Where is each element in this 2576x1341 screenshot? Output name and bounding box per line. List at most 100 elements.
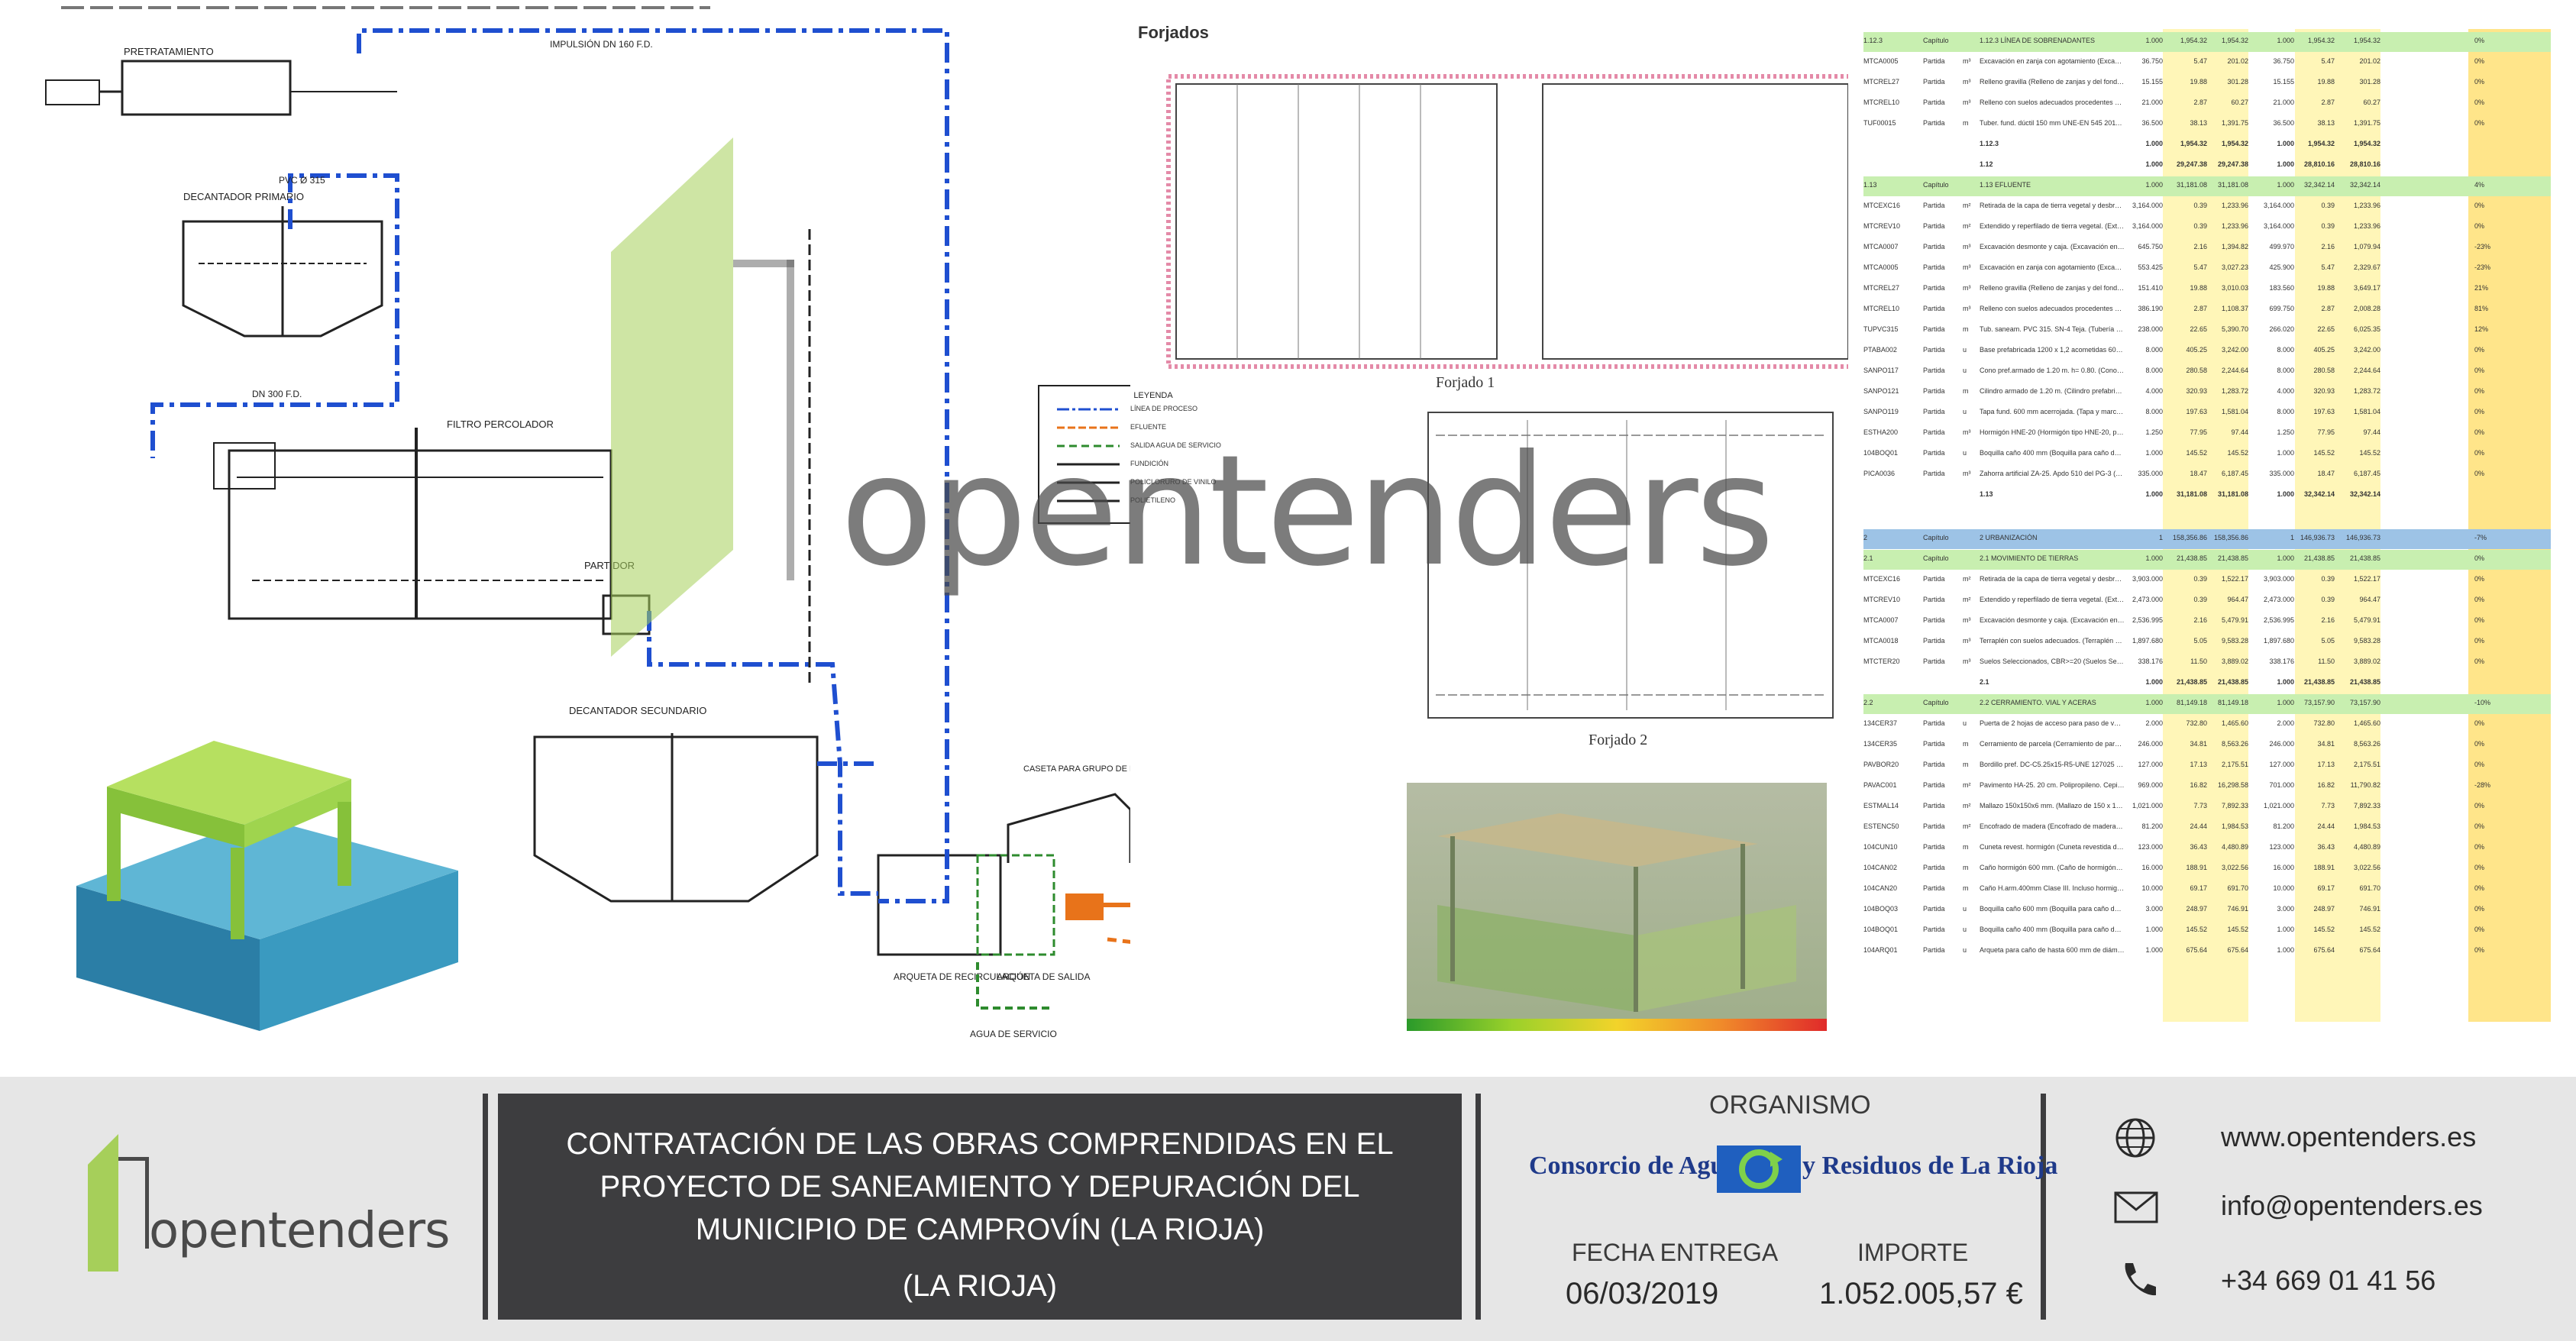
table-cell-desc: Excavación desmonte y caja. (Excavación … <box>1980 616 2125 624</box>
table-cell-t2: 1,581.04 <box>2353 408 2380 415</box>
table-cell-desc: Boquilla caño 400 mm (Boquilla para caño… <box>1980 926 2125 933</box>
legend-item-label: EFLUENTE <box>1130 423 1167 431</box>
table-cell-code: TUF00015 <box>1863 119 1896 127</box>
table-cell-p2: 36.43 <box>2317 843 2335 851</box>
table-cell-p2: 146,936.73 <box>2300 534 2335 541</box>
contact-web-link[interactable]: www.opentenders.es <box>2221 1121 2477 1152</box>
table-cell-q1: 969.000 <box>2138 781 2163 789</box>
legend-item-label: LÍNEA DE PROCESO <box>1130 405 1198 412</box>
table-cell-p1: 2.87 <box>2193 305 2207 312</box>
table-cell-p1: 11.50 <box>2190 658 2207 665</box>
entrada-box <box>45 79 100 105</box>
table-cell-t2: 3,649.17 <box>2353 284 2380 292</box>
table-cell-desc: Cerramiento de parcela (Cerramiento de p… <box>1980 740 2125 748</box>
table-cell-code: MTCREV10 <box>1863 222 1901 230</box>
watermark-logo-mark <box>611 137 794 657</box>
table-cell-q1: 1.000 <box>2145 140 2163 147</box>
table-cell-t2: 21,438.85 <box>2349 678 2380 686</box>
table-cell-type: Partida <box>1923 428 1945 436</box>
table-cell-code: 104BOQ01 <box>1863 449 1899 457</box>
table-cell-q2: 1.000 <box>2277 140 2294 147</box>
table-cell-p2: 24.44 <box>2317 822 2335 830</box>
table-cell-q1: 36.750 <box>2141 57 2163 65</box>
table-cell-q2: 1.000 <box>2277 699 2294 706</box>
table-cell-desc: Suelos Seleccionados, CBR>=20 (Suelos Se… <box>1980 658 2125 665</box>
contact-email-link[interactable]: info@opentenders.es <box>2221 1190 2483 1221</box>
legend-item: SALIDA AGUA DE SERVICIO <box>1054 437 1252 455</box>
table-cell-q1: 1,897.680 <box>2132 637 2163 645</box>
table-cell-type: Partida <box>1923 57 1945 65</box>
table-cell-t2: 201.02 <box>2359 57 2380 65</box>
table-cell-t1: 81,149.18 <box>2217 699 2248 706</box>
table-cell-pct: 0% <box>2474 658 2485 665</box>
table-cell-t1: 301.28 <box>2227 78 2248 86</box>
contact-phone-link[interactable]: +34 669 01 41 56 <box>2221 1265 2436 1296</box>
table-cell-code: 104CUN10 <box>1863 843 1898 851</box>
table-cell-code: 104CAN20 <box>1863 884 1898 892</box>
table-cell-q2: 1.000 <box>2277 160 2294 168</box>
table-cell-type: Partida <box>1923 884 1945 892</box>
table-cell-q2: 1,897.680 <box>2263 637 2294 645</box>
table-cell-unit: u <box>1963 449 1967 457</box>
table-cell-type: Capítulo <box>1923 699 1949 706</box>
table-cell-pct: -7% <box>2474 534 2487 541</box>
table-cell-type: Partida <box>1923 616 1945 624</box>
table-cell-desc: Tub. saneam. PVC 315. SN-4 Teja. (Tuberí… <box>1980 325 2125 333</box>
table-cell-type: Capítulo <box>1923 37 1949 44</box>
forjado-1-caption: Forjado 1 <box>1436 374 1495 391</box>
table-cell-unit: m³ <box>1963 243 1971 250</box>
table-cell-desc: 1.13 EFLUENTE <box>1980 181 2031 189</box>
table-cell-unit: m³ <box>1963 658 1971 665</box>
table-cell-t1: 2,244.64 <box>2221 367 2248 374</box>
table-cell-desc: Cono pref.armado de 1.20 m. h= 0.80. (Co… <box>1980 367 2125 374</box>
table-cell-t2: 4,480.89 <box>2353 843 2380 851</box>
phone-icon <box>2125 1263 2156 1296</box>
table-cell-p1: 5.47 <box>2193 263 2207 271</box>
table-cell-p1: 405.25 <box>2186 346 2207 354</box>
table-cell-pct: 81% <box>2474 305 2489 312</box>
table-cell-pct: 0% <box>2474 822 2485 830</box>
table-cell-code: 104CAN02 <box>1863 864 1898 871</box>
table-cell-t1: 3,889.02 <box>2221 658 2248 665</box>
table-cell-p2: 2.87 <box>2321 305 2335 312</box>
table-cell-desc: Tapa fund. 600 mm acerrojada. (Tapa y ma… <box>1980 408 2125 415</box>
table-cell-q1: 36.500 <box>2141 119 2163 127</box>
table-cell-t1: 16,298.58 <box>2217 781 2248 789</box>
table-cell-type: Partida <box>1923 905 1945 913</box>
table-cell-q1: 16.000 <box>2141 864 2163 871</box>
table-cell-t2: 746.91 <box>2359 905 2380 913</box>
process-line-secondary <box>647 611 878 896</box>
legend-item: EFLUENTE <box>1054 418 1252 437</box>
table-cell-code: MTCTER20 <box>1863 658 1900 665</box>
table-cell-pct: 0% <box>2474 843 2485 851</box>
table-cell-type: Partida <box>1923 222 1945 230</box>
label-pretratamiento: PRETRATAMIENTO <box>124 46 214 57</box>
tender-title-box: CONTRATACIÓN DE LAS OBRAS COMPRENDIDAS E… <box>498 1094 1462 1320</box>
table-cell-desc: Excavación desmonte y caja. (Excavación … <box>1980 243 2125 250</box>
table-cell-desc: Caño hormigón 600 mm. (Caño de hormigón … <box>1980 864 2125 871</box>
table-cell-p2: 732.80 <box>2313 719 2335 727</box>
table-cell-p1: 145.52 <box>2186 449 2207 457</box>
table-cell-t2: 1,984.53 <box>2353 822 2380 830</box>
table-cell-q2: 1.000 <box>2277 926 2294 933</box>
forjados-heading: Forjados <box>1138 23 1209 42</box>
table-cell-pct: 0% <box>2474 596 2485 603</box>
table-cell-code: SANPO119 <box>1863 408 1899 415</box>
table-cell-type: Partida <box>1923 719 1945 727</box>
table-cell-t2: 2,008.28 <box>2353 305 2380 312</box>
table-cell-desc: Hormigón HNE-20 (Hormigón tipo HNE-20, p… <box>1980 428 2125 436</box>
table-cell-desc: Relleno gravilla (Relleno de zanjas y de… <box>1980 284 2125 292</box>
table-cell-t2: 2,329.67 <box>2353 263 2380 271</box>
label-dn300: DN 300 F.D. <box>252 389 302 399</box>
table-cell-desc: Caño H.arm.400mm Clase III. Incluso horm… <box>1980 884 2125 892</box>
